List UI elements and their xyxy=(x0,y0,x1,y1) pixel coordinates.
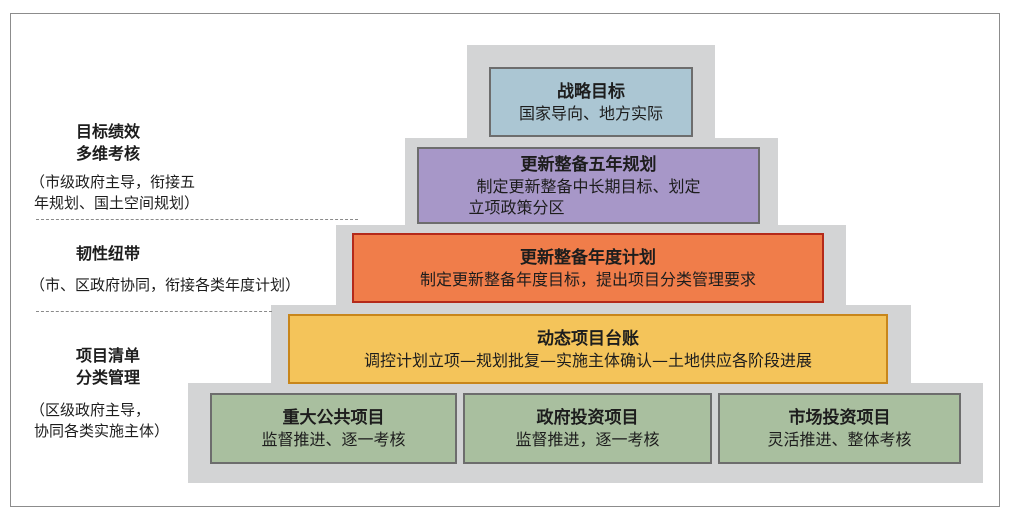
government-investment-project-title: 政府投资项目 xyxy=(536,408,639,428)
government-investment-project-box: 政府投资项目 监督推进，逐一考核 xyxy=(463,393,712,464)
goal-performance-desc-line1: （市级政府主导，衔接五 xyxy=(30,173,196,191)
goal-performance-heading-line2: 多维考核 xyxy=(76,144,141,163)
major-public-project-box: 重大公共项目 监督推进、逐一考核 xyxy=(210,393,457,464)
project-list-desc-line2: 协同各类实施主体） xyxy=(34,422,170,440)
five-year-plan-subtitle-line1: 制定更新整备中长期目标、划定 xyxy=(476,176,701,196)
goal-performance-heading-line1: 目标绩效 xyxy=(76,122,141,141)
project-list-desc: （区级政府主导， 协同各类实施主体） xyxy=(30,400,169,442)
five-year-plan-box: 更新整备五年规划 制定更新整备中长期目标、划定 立项政策分区 xyxy=(417,147,760,224)
project-ledger-title: 动态项目台账 xyxy=(537,328,639,349)
resilience-link-desc-text: （市、区政府协同，衔接各类年度计划） xyxy=(30,276,301,294)
major-public-project-title: 重大公共项目 xyxy=(282,408,385,428)
major-public-project-subtitle: 监督推进、逐一考核 xyxy=(261,430,406,449)
project-ledger-subtitle: 调控计划立项—规划批复—实施主体确认—土地供应各阶段进展 xyxy=(363,350,812,370)
project-list-heading-line1: 项目清单 xyxy=(76,346,141,365)
five-year-plan-title: 更新整备五年规划 xyxy=(520,154,657,175)
resilience-link-label: 韧性纽带 xyxy=(76,243,140,265)
project-list-label: 项目清单 分类管理 xyxy=(76,345,140,389)
resilience-link-desc: （市、区政府协同，衔接各类年度计划） xyxy=(30,275,300,296)
market-investment-project-box: 市场投资项目 灵活推进、整体考核 xyxy=(718,393,961,464)
market-investment-project-title: 市场投资项目 xyxy=(788,408,891,428)
divider-top xyxy=(36,219,358,220)
government-investment-project-subtitle: 监督推进，逐一考核 xyxy=(515,430,660,449)
five-year-plan-subtitle-line2: 立项政策分区 xyxy=(468,197,565,217)
goal-performance-label: 目标绩效 多维考核 xyxy=(76,121,140,165)
project-list-desc-line1: （区级政府主导， xyxy=(30,401,151,419)
strategic-goal-title: 战略目标 xyxy=(557,81,625,102)
goal-performance-desc: （市级政府主导，衔接五 年规划、国土空间规划） xyxy=(30,172,199,214)
goal-performance-desc-line2: 年规划、国土空间规划） xyxy=(34,194,200,212)
project-ledger-box: 动态项目台账 调控计划立项—规划批复—实施主体确认—土地供应各阶段进展 xyxy=(288,314,888,384)
resilience-link-heading: 韧性纽带 xyxy=(76,244,141,263)
project-list-heading-line2: 分类管理 xyxy=(76,368,141,387)
strategic-goal-box: 战略目标 国家导向、地方实际 xyxy=(489,67,693,137)
strategic-goal-subtitle: 国家导向、地方实际 xyxy=(518,103,663,123)
market-investment-project-subtitle: 灵活推进、整体考核 xyxy=(767,430,912,449)
annual-plan-subtitle: 制定更新整备年度目标，提出项目分类管理要求 xyxy=(419,269,756,289)
annual-plan-box: 更新整备年度计划 制定更新整备年度目标，提出项目分类管理要求 xyxy=(352,233,824,303)
annual-plan-title: 更新整备年度计划 xyxy=(520,247,656,268)
divider-bottom xyxy=(36,311,272,312)
